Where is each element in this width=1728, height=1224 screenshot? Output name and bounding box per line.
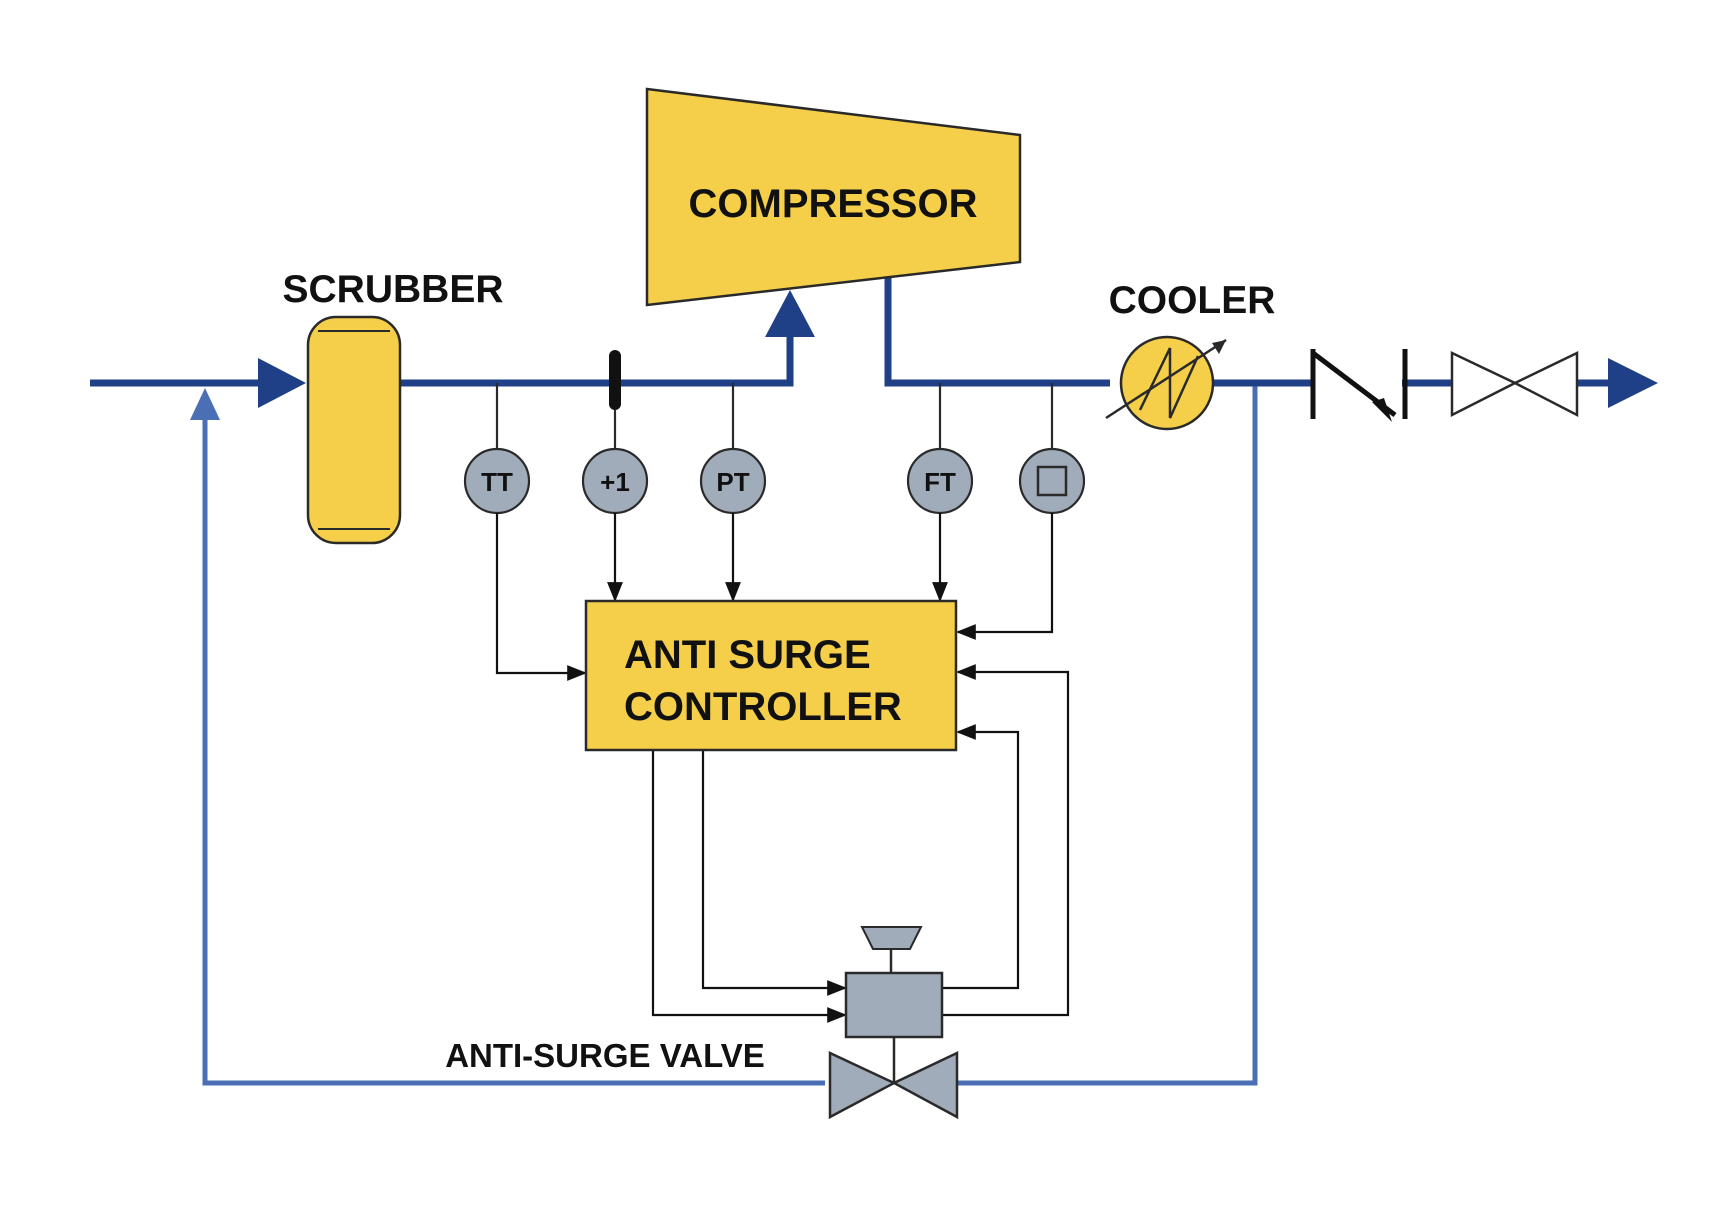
instrument-pt: PT <box>699 447 767 515</box>
instrument-ft-label: FT <box>924 467 956 497</box>
gate-valve-right-icon <box>1512 351 1579 418</box>
instrument-ft: FT <box>906 447 974 515</box>
compressor-label: COMPRESSOR <box>689 182 978 226</box>
instrument-tt: TT <box>463 447 531 515</box>
check-valve-icon <box>1310 349 1408 422</box>
outlet-arrow-icon <box>1608 358 1658 408</box>
anti-surge-controller-box <box>584 599 958 752</box>
compressor-inlet-arrow-icon <box>765 290 815 337</box>
controller-label-line1: ANTI SURGE <box>624 633 871 677</box>
signal-lines <box>495 513 1070 1023</box>
instrument-pt-label: PT <box>716 467 749 497</box>
cooler <box>1105 335 1227 431</box>
recycle-arrow-icon <box>190 388 220 420</box>
instrument-taps <box>495 383 1054 450</box>
anti-surge-valve <box>828 926 959 1120</box>
square-symbol-icon <box>1036 465 1068 497</box>
anti-surge-valve-label: ANTI-SURGE VALVE <box>445 1037 765 1074</box>
instrument-plus1: +1 <box>581 447 649 515</box>
recycle-line <box>190 383 1258 1086</box>
process-line <box>90 277 1658 408</box>
flow-element-icon <box>609 350 621 410</box>
controller-label-line2: CONTROLLER <box>624 685 902 729</box>
gate-valve-left-icon <box>1450 351 1518 418</box>
compressor-body <box>645 87 1022 307</box>
scrubber-vessel <box>306 315 402 545</box>
valve-body-right-icon <box>891 1051 959 1120</box>
instrument-tt-label: TT <box>481 467 513 497</box>
instrument-square <box>1018 447 1086 515</box>
valve-positioner-box <box>844 971 944 1039</box>
valve-actuator-icon <box>860 926 923 950</box>
inlet-arrow-icon <box>258 358 306 408</box>
scrubber-label: SCRUBBER <box>282 268 503 311</box>
cooler-label: COOLER <box>1109 279 1276 322</box>
valve-body-left-icon <box>828 1051 897 1120</box>
instrument-plus1-label: +1 <box>600 467 630 497</box>
